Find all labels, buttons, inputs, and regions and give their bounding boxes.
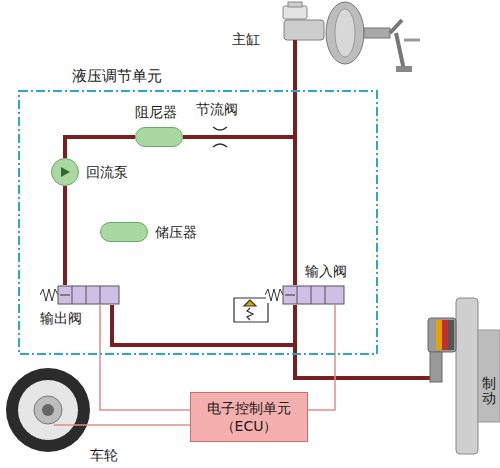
throttle-symbol <box>213 127 227 147</box>
part-label: 车轮 <box>90 446 118 464</box>
control-wire <box>308 305 335 410</box>
node-text: 阻尼器 <box>135 103 183 121</box>
control-wire <box>100 305 190 410</box>
ecu-box: 电子控制单元 （ECU） <box>190 392 308 442</box>
master-cylinder <box>283 2 420 72</box>
valve-drawing <box>40 285 120 305</box>
pump-symbol <box>51 158 79 186</box>
node-text: 液压调节单元 <box>70 67 164 85</box>
hydraulic-unit-region: 液压调节单元阻尼器回流泵储压器输出阀输入阀 <box>18 90 378 355</box>
pump-arrow <box>52 159 78 185</box>
node-text: 电子控制单元 （ECU） <box>201 399 297 435</box>
capsule-symbol <box>100 222 148 242</box>
wheel <box>6 368 90 452</box>
inlet-valve: 输入阀 <box>265 262 347 305</box>
node-text: 储压器 <box>155 223 197 241</box>
valve-symbol <box>40 285 120 305</box>
node-text: 输入阀 <box>265 262 347 280</box>
sensor-wire <box>54 424 190 426</box>
outlet-valve: 输出阀 <box>40 285 120 327</box>
damper: 阻尼器 <box>135 103 183 147</box>
capsule-symbol <box>135 127 183 147</box>
node-text: 输出阀 <box>40 309 120 327</box>
valve-drawing <box>265 285 345 305</box>
node-text: 回流泵 <box>86 163 128 181</box>
brake-pipe <box>112 305 295 345</box>
brake-pipe <box>63 186 67 285</box>
part-label: 节流阀 <box>196 100 238 118</box>
brake-pipe <box>65 137 135 158</box>
valve-symbol <box>265 285 345 305</box>
part-label: 主缸 <box>232 30 260 48</box>
accumulator: 储压器 <box>100 222 197 242</box>
brake-caliper <box>428 298 500 454</box>
check-branch <box>234 298 268 322</box>
part-label: 制动 <box>482 376 496 407</box>
return-pump: 回流泵 <box>51 158 128 186</box>
